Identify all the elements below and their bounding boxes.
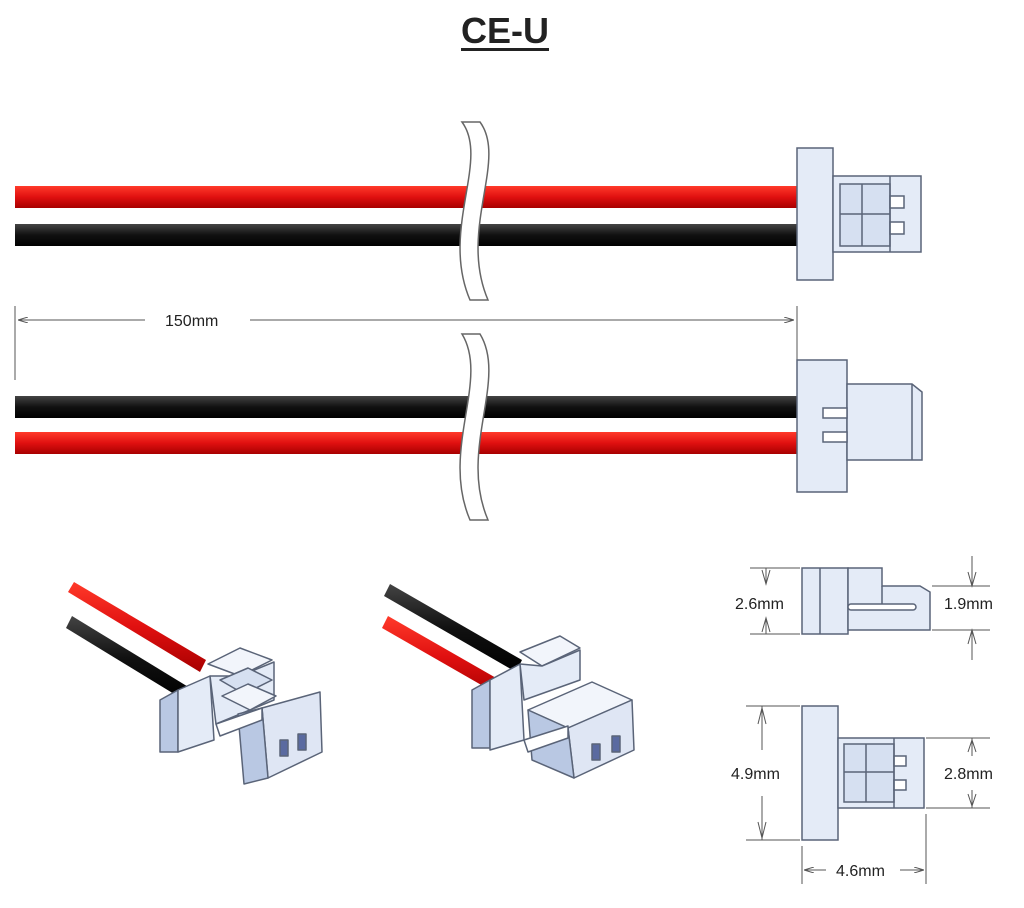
red-wire [68,582,206,672]
iso-connector-view-1 [66,582,323,785]
page-title: CE-U [461,10,549,51]
cable-length-label: 150mm [165,313,218,330]
front-view-dimensions [746,705,990,884]
red-wire [15,432,800,454]
front-inner-label: 2.8mm [944,766,993,783]
top-cable-assembly [15,121,922,301]
side-height-label: 2.6mm [735,596,784,613]
black-wire [384,584,522,672]
top-connector [796,147,922,281]
side-offset-label: 1.9mm [944,596,993,613]
cable-break-mark [459,333,490,521]
front-view-connector [801,705,925,841]
cable-break-mark [459,121,490,301]
red-wire [15,186,800,208]
cable-length-dimension [14,306,798,380]
front-height-label: 4.9mm [731,766,780,783]
bottom-cable-assembly [15,333,923,521]
front-depth-label: 4.6mm [836,863,885,880]
bottom-connector [796,359,923,493]
side-view-connector [801,567,931,635]
side-view-dimensions [750,556,990,660]
black-wire [15,224,800,246]
black-wire [66,616,190,700]
iso-connector-view-2 [382,584,635,779]
black-wire [15,396,800,418]
red-wire [382,616,510,698]
